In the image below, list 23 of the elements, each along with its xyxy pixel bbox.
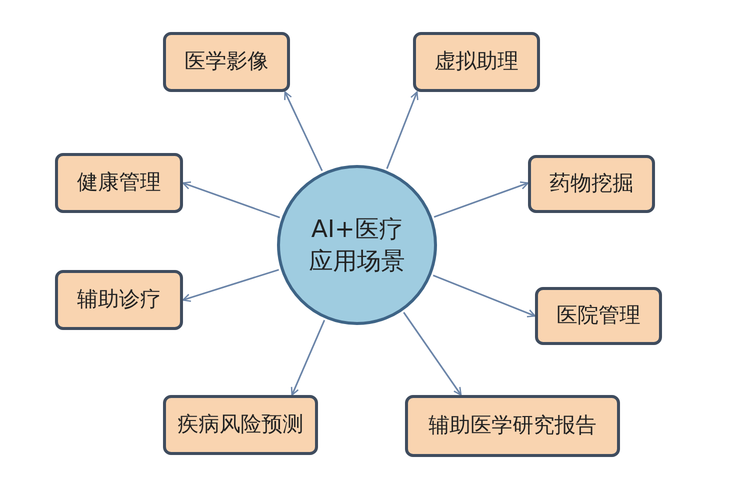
arrow [182, 268, 280, 302]
center-label: AI+医疗应用场景 [308, 214, 406, 277]
arrow [434, 181, 529, 218]
topic-label: 辅助医学研究报告 [428, 412, 596, 440]
topic-label: 疾病风险预测 [178, 411, 304, 438]
topic-label: 药物挖掘 [550, 170, 634, 198]
topic-box [55, 153, 183, 213]
topic-box [535, 287, 662, 345]
topic-box [163, 395, 318, 455]
topic-box [163, 32, 290, 92]
topic-label: 辅助诊疗 [77, 286, 161, 314]
topic-box [528, 155, 655, 213]
topic-box [55, 270, 183, 330]
arrow [284, 91, 323, 172]
topic-label: 健康管理 [77, 169, 161, 196]
topic-box [413, 32, 540, 92]
topic-label: 虚拟助理 [434, 48, 518, 76]
topic-box [405, 395, 620, 457]
arrow [403, 312, 462, 396]
topic-label: 医院管理 [556, 302, 640, 330]
arrow [290, 320, 326, 396]
arrow [432, 274, 536, 318]
topic-label: 医学影像 [184, 48, 268, 76]
